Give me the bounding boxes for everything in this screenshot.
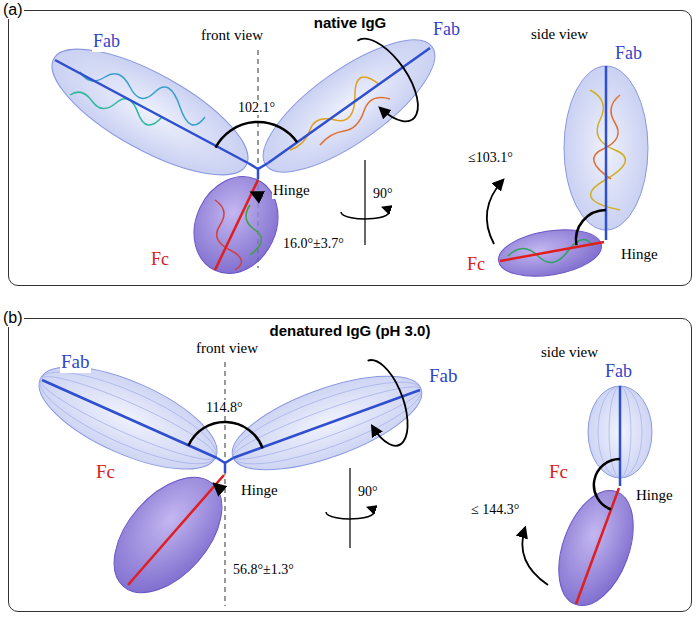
fab-domain [245, 18, 453, 195]
protein-ribbon [80, 72, 205, 125]
domain-label: Fab [60, 352, 91, 373]
domain-label: Fc [95, 462, 116, 483]
rotation-arrow [522, 528, 548, 585]
fab-domain-contour [609, 386, 631, 478]
panel-title: denatured IgG (pH 3.0) [9, 322, 691, 339]
angle-arc [216, 122, 298, 148]
angle-arc [215, 484, 226, 488]
angle-label: ≤103.1° [467, 150, 514, 165]
fc-axis [576, 488, 619, 604]
rotation-arrow [326, 507, 374, 519]
angle-label: 16.0°±3.7° [282, 236, 345, 251]
view-label: front view [200, 27, 264, 44]
angle-arc [252, 193, 258, 194]
rotation-arrow [341, 28, 430, 131]
fc-domain [93, 457, 243, 612]
protein-ribbon [590, 90, 625, 210]
domain-label: Fab [92, 32, 121, 52]
domain-label: Fc [466, 255, 486, 275]
fc-domain [544, 480, 647, 615]
domain-label: Fc [150, 250, 170, 270]
fab-axis [605, 66, 608, 232]
fab-domain-contour [229, 377, 426, 470]
rotation-label: 90° [372, 186, 394, 201]
fab-domain [26, 346, 231, 490]
view-label: front view [195, 340, 259, 357]
hinge-label: Hinge [635, 487, 674, 504]
hinge [248, 163, 268, 179]
panel-letter: (b) [2, 309, 24, 327]
fab-domain-contour [30, 355, 227, 481]
rotation-axis [364, 160, 365, 245]
fab-axis [55, 60, 248, 163]
rotation-label: 90° [357, 484, 379, 499]
axis-line [225, 362, 226, 606]
hinge [605, 232, 608, 240]
fab-domain-contour [34, 365, 222, 470]
domain-label: Fab [614, 44, 643, 64]
domain-label: Fab [604, 362, 633, 382]
view-label: side view [530, 26, 589, 43]
angle-label: ≤ 144.3° [470, 502, 520, 517]
hinge [217, 458, 233, 473]
fab-axis [42, 380, 217, 458]
view-label: side view [540, 344, 599, 361]
angle-arc [594, 459, 620, 509]
angle-label: 56.8°±1.3° [232, 562, 295, 577]
protein-ribbon [246, 205, 261, 255]
domain-label: Fab [432, 20, 461, 40]
hinge-label: Hinge [240, 482, 279, 499]
fab-domain [588, 386, 652, 478]
fab-domain-contour [225, 366, 429, 479]
domain-label: Fab [428, 366, 459, 387]
fab-axis [268, 48, 430, 163]
angle-label: 102.1° [237, 100, 276, 115]
fab-axis [619, 386, 622, 478]
rotation-arrow [351, 354, 418, 452]
fc-axis [128, 475, 224, 585]
protein-ribbon [320, 98, 390, 146]
fc-axis [500, 242, 604, 261]
fc-domain [495, 223, 605, 283]
rotation-axis [349, 468, 350, 548]
angle-arc [576, 210, 606, 245]
fab-domain [221, 357, 432, 489]
angle-label: 114.8° [205, 400, 244, 415]
hinge [619, 478, 622, 486]
hinge-label: Hinge [272, 182, 311, 199]
rotation-arrow [487, 180, 503, 244]
rotation-arrow [341, 207, 389, 219]
panel-letter: (a) [2, 1, 24, 19]
angle-arc [188, 422, 262, 448]
domain-label: Fc [548, 462, 569, 483]
hinge-label: Hinge [620, 246, 659, 263]
fc-axis [215, 180, 258, 270]
fab-domain [35, 25, 264, 198]
